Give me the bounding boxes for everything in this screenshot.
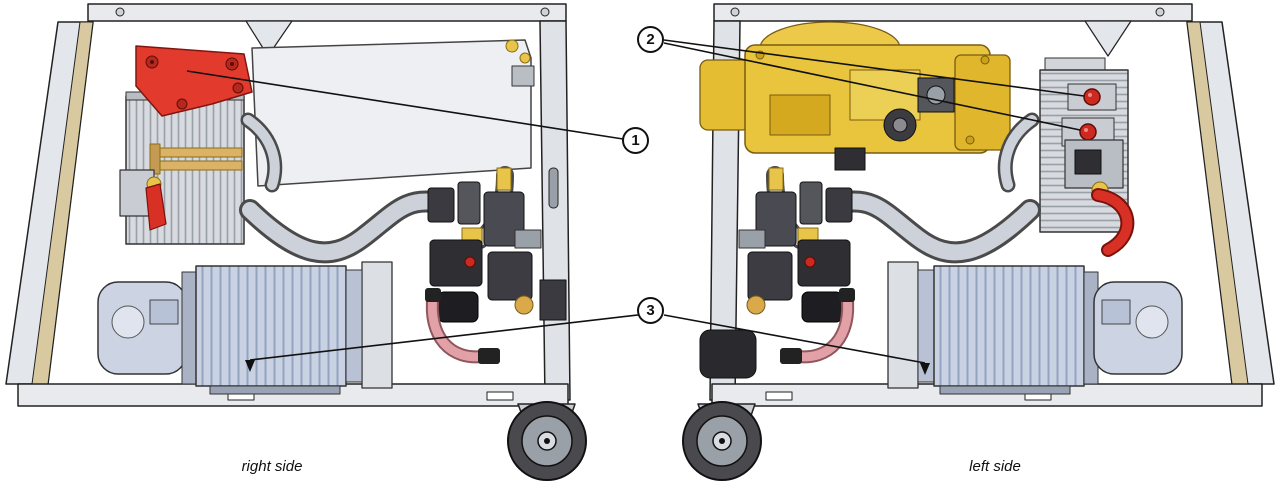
leader-line-3b xyxy=(663,314,926,364)
callout-1: 1 xyxy=(622,127,649,154)
caster-wheel-right xyxy=(507,401,587,481)
top-fittings-right xyxy=(505,39,535,87)
red-mounting-bracket xyxy=(135,45,253,117)
callout-2: 2 xyxy=(637,26,664,53)
valve-assembly-right xyxy=(427,167,542,323)
callout-1-label: 1 xyxy=(631,132,640,149)
machine-right-side-view xyxy=(5,3,587,481)
leader-line-1 xyxy=(186,70,624,140)
red-handle-valve xyxy=(1064,139,1135,257)
hose-left xyxy=(780,288,855,364)
red-lever-valve xyxy=(119,169,167,231)
black-canister xyxy=(699,329,757,379)
leader-arrow-3a xyxy=(245,360,255,372)
brass-pipes xyxy=(149,143,243,175)
callout-3: 3 xyxy=(637,297,664,324)
hose-right xyxy=(425,288,500,364)
pump-motor-right xyxy=(97,261,567,395)
machine-left-side-view xyxy=(682,3,1275,481)
caption-right-side: right side xyxy=(241,458,303,475)
callout-3-label: 3 xyxy=(646,302,655,319)
callout-leader-lines xyxy=(186,39,1085,375)
callout-2-label: 2 xyxy=(646,31,655,48)
compressor-block xyxy=(699,21,1011,171)
leader-line-3a xyxy=(249,314,639,361)
pump-motor-left xyxy=(887,261,1183,395)
leader-line-2b xyxy=(663,42,1081,131)
caster-wheel-left xyxy=(682,401,762,481)
leader-arrow-3b xyxy=(920,363,930,375)
caption-left-side: left side xyxy=(969,458,1021,475)
tank-panel xyxy=(251,39,532,187)
leader-line-2a xyxy=(663,39,1085,97)
